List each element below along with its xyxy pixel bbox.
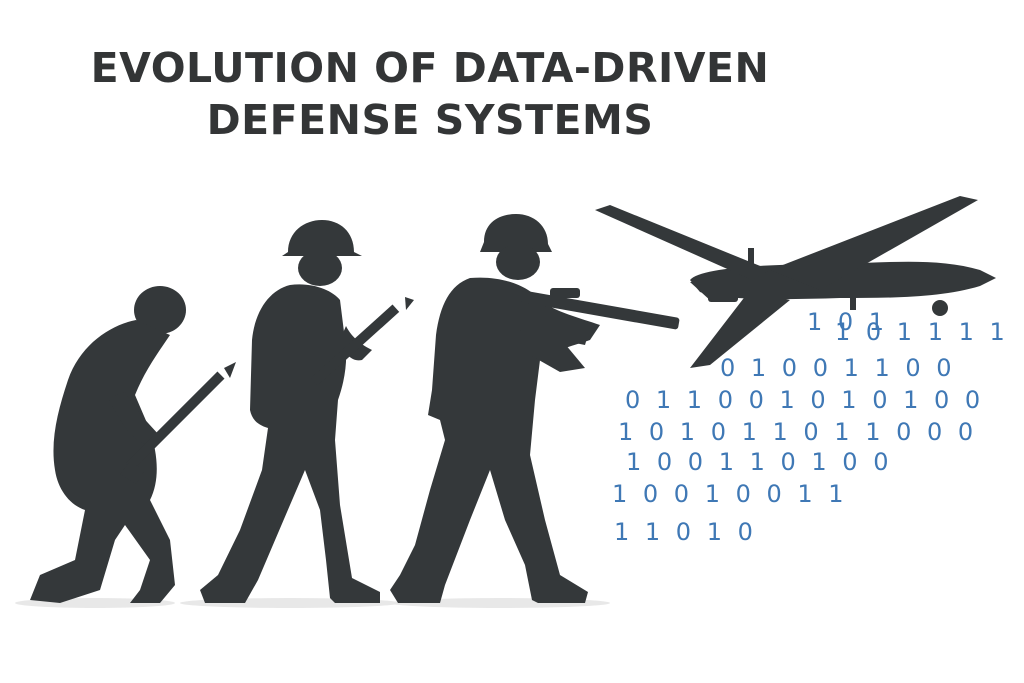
title-line-2: DEFENSE SYSTEMS [206, 96, 654, 144]
binary-row: 1 1 0 1 0 [614, 518, 757, 546]
page-title: EVOLUTION OF DATA-DRIVEN DEFENSE SYSTEMS [0, 42, 860, 146]
binary-row: 1 0 0 1 1 0 1 0 0 [626, 448, 892, 476]
binary-row: 1 0 1 1 1 1 [835, 318, 1009, 346]
primitive-figure-icon [30, 286, 236, 603]
binary-data-stream: 1 0 1 1 0 1 1 1 1 0 1 0 0 1 1 0 0 0 1 1 … [612, 308, 1009, 546]
binary-row: 0 1 1 0 0 1 0 1 0 1 0 0 [625, 386, 984, 414]
drone-icon [595, 196, 996, 368]
binary-row: 1 0 1 [807, 308, 888, 336]
ground-shadow [15, 598, 610, 608]
tactical-soldier-icon [390, 214, 680, 603]
soldier-icon [200, 220, 414, 603]
binary-row: 0 1 0 0 1 1 0 0 [720, 354, 956, 382]
title-line-1: EVOLUTION OF DATA-DRIVEN [90, 44, 770, 92]
binary-row: 1 0 1 0 1 1 0 1 1 0 0 0 [618, 418, 977, 446]
binary-row: 1 0 0 1 0 0 1 1 [612, 480, 848, 508]
